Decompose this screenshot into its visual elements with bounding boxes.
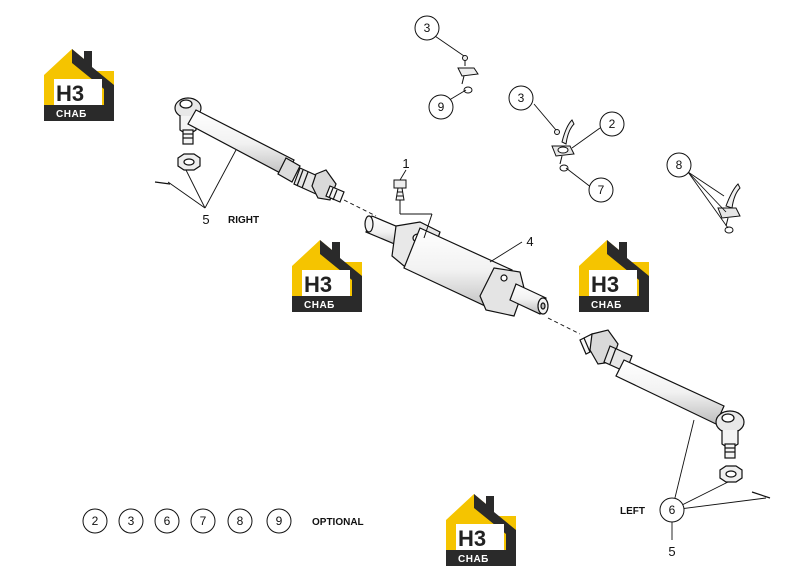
brand-logo-top-left: H3 СНАБ: [44, 49, 114, 121]
callout-8: 8: [666, 152, 692, 178]
callout-3-middle: 3: [508, 85, 534, 111]
svg-text:8: 8: [676, 158, 683, 172]
optional-item: 3: [118, 508, 144, 534]
svg-text:7: 7: [200, 514, 207, 528]
callout-5-right: 5: [202, 212, 209, 227]
logo-subtext: СНАБ: [591, 300, 622, 311]
callout-1: 1: [402, 156, 409, 171]
svg-text:9: 9: [438, 100, 445, 114]
callout-7: 7: [588, 177, 614, 203]
callout-5-left: 5: [668, 544, 675, 559]
callout-6: 6: [659, 497, 685, 523]
logo-mark-text: H3: [56, 81, 84, 106]
svg-text:6: 6: [164, 514, 171, 528]
logo-subtext: СНАБ: [458, 554, 489, 565]
logo-subtext: СНАБ: [304, 300, 335, 311]
svg-text:6: 6: [669, 503, 676, 517]
steering-cylinder: [364, 215, 581, 335]
brand-logo-right: H3 СНАБ: [579, 240, 649, 312]
right-label: RIGHT: [228, 215, 259, 226]
svg-text:2: 2: [609, 117, 616, 131]
brand-logo-center: H3 СНАБ: [292, 240, 362, 312]
svg-text:9: 9: [276, 514, 283, 528]
optional-label: OPTIONAL: [312, 517, 364, 528]
optional-item: 6: [154, 508, 180, 534]
callout-3-top: 3: [414, 15, 440, 41]
grease-fitting-top: [457, 55, 479, 94]
optional-item: 9: [266, 508, 292, 534]
logo-mark-text: H3: [591, 272, 619, 297]
optional-item: 7: [190, 508, 216, 534]
svg-text:3: 3: [128, 514, 135, 528]
fitting-part-1: [393, 179, 433, 239]
optional-item: 2: [82, 508, 108, 534]
left-label: LEFT: [620, 506, 645, 517]
logo-mark-text: H3: [304, 272, 332, 297]
svg-text:3: 3: [518, 91, 525, 105]
svg-text:7: 7: [598, 183, 605, 197]
svg-text:8: 8: [237, 514, 244, 528]
optional-item: 8: [227, 508, 253, 534]
optional-legend: 2 3 6 7 8 9 OPTIONAL: [82, 508, 364, 534]
callout-4: 4: [526, 234, 533, 249]
grease-fitting-right: [717, 183, 741, 234]
brand-logo-bottom: H3 СНАБ: [446, 494, 516, 566]
callout-9: 9: [428, 94, 454, 120]
svg-text:2: 2: [92, 514, 99, 528]
logo-subtext: СНАБ: [56, 109, 87, 120]
svg-text:3: 3: [424, 21, 431, 35]
right-tie-rod-assembly: [154, 97, 377, 217]
left-tie-rod-assembly: [579, 329, 771, 499]
grease-fitting-middle: [551, 119, 575, 172]
logo-mark-text: H3: [458, 526, 486, 551]
callout-2: 2: [599, 111, 625, 137]
